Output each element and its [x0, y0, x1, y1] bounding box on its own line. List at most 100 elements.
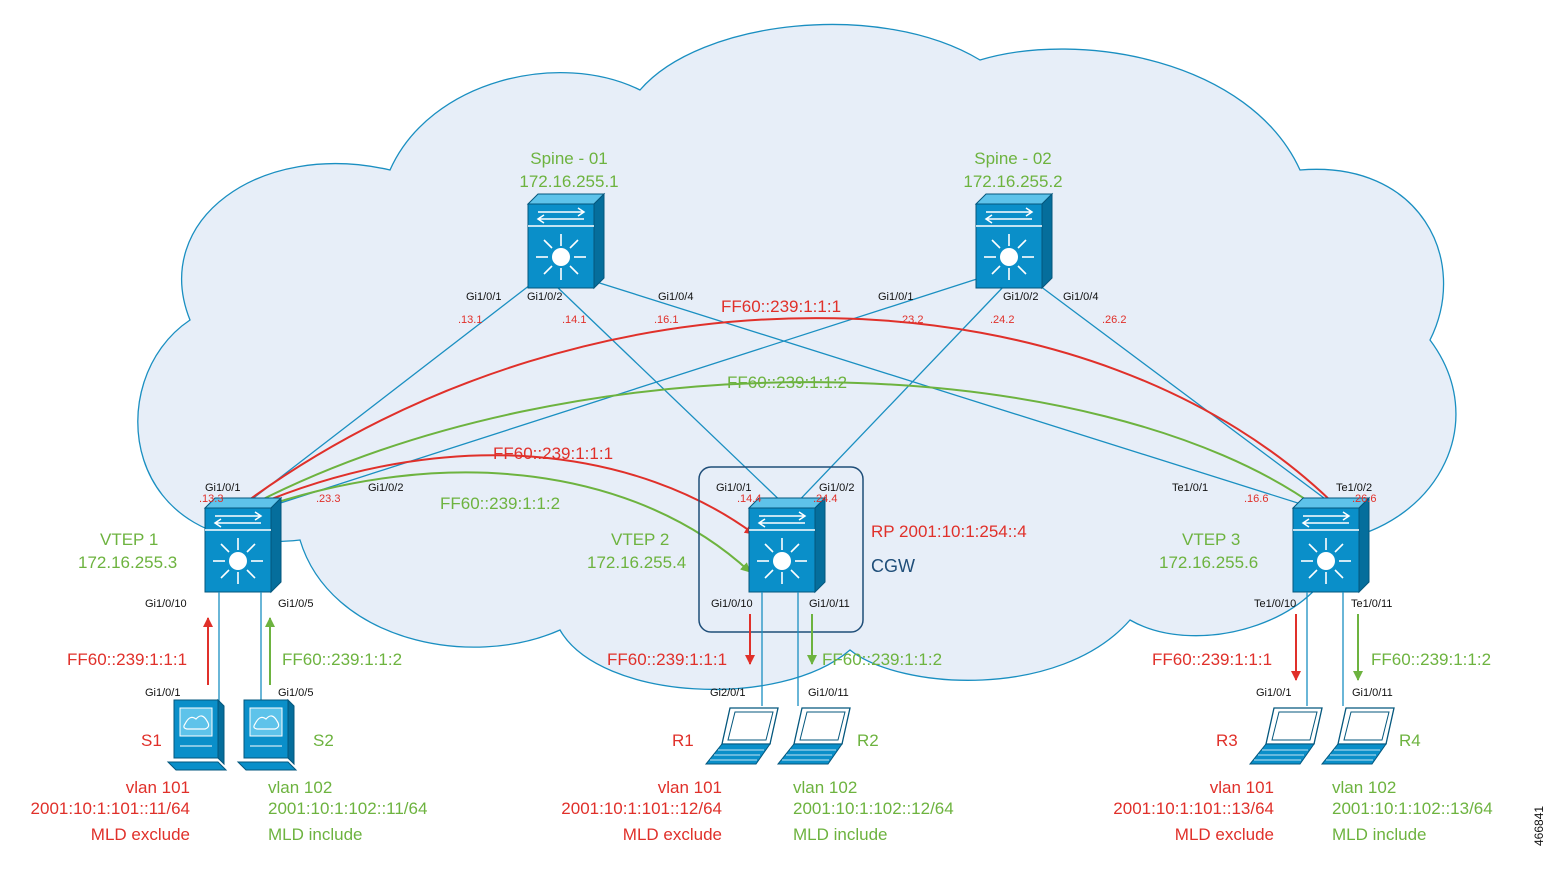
r2-vlan: vlan 102 [793, 778, 857, 797]
cloud-background [137, 23, 1457, 690]
r4-vlan: vlan 102 [1332, 778, 1396, 797]
s2-group-label: FF60::239:1:1:2 [282, 650, 402, 669]
rp-label: RP 2001:10:1:254::4 [871, 522, 1027, 541]
vtep1-addr-up2: .23.3 [316, 493, 340, 505]
spine2-port-2: Gi1/0/2 [1003, 291, 1038, 303]
r1-name: R1 [672, 731, 694, 750]
r3-port: Gi1/0/1 [1256, 687, 1291, 699]
r2-laptop-icon [777, 707, 851, 765]
vtep2-port-up1: Gi1/0/1 [716, 482, 751, 494]
spine2-addr-2: .24.2 [990, 314, 1014, 326]
vtep2-addr-up2: .24.4 [813, 493, 837, 505]
s1-mld: MLD exclude [91, 825, 190, 844]
r1-address: 2001:10:1:101::12/64 [561, 799, 722, 818]
link-spine2-vtep1 [264, 277, 981, 509]
s2-port: Gi1/0/5 [278, 687, 313, 699]
s2-address: 2001:10:1:102::11/64 [268, 799, 427, 818]
s2-server-icon [237, 699, 297, 771]
spine1-name: Spine - 01 [530, 149, 608, 168]
spine1-port-1: Gi1/0/1 [466, 291, 501, 303]
vtep3-port-down2: Te1/0/11 [1351, 598, 1392, 610]
spine1-ip: 172.16.255.1 [519, 172, 618, 191]
r4-address: 2001:10:1:102::13/64 [1332, 799, 1493, 818]
vtep3-port-down1: Te1/0/10 [1254, 598, 1296, 610]
r4-group-label: FF60::239:1:1:2 [1371, 650, 1491, 669]
r2-group-label: FF60::239:1:1:2 [822, 650, 942, 669]
r2-mld: MLD include [793, 825, 888, 844]
r2-port: Gi1/0/11 [808, 687, 849, 699]
r1-port: Gi2/0/1 [710, 687, 745, 699]
spine1-addr-1: .13.1 [458, 314, 482, 326]
spine-01-switch [527, 193, 605, 289]
vtep1-port-up1: Gi1/0/1 [205, 482, 240, 494]
vtep1-port-up2: Gi1/0/2 [368, 482, 403, 494]
group-label-g2-top: FF60::239:1:1:2 [727, 373, 847, 392]
vtep3-addr-up1: .16.6 [1244, 493, 1268, 505]
link-spine2-vtep2 [789, 284, 1006, 511]
r3-vlan: vlan 101 [1210, 778, 1274, 797]
vtep1-port-down1: Gi1/0/10 [145, 598, 187, 610]
vtep1-addr-up1: .13.3 [199, 493, 223, 505]
r1-vlan: vlan 101 [658, 778, 722, 797]
vtep3-switch [1292, 497, 1370, 593]
r2-name: R2 [857, 731, 879, 750]
group-label-g1-mid: FF60::239:1:1:1 [493, 444, 613, 463]
vtep2-addr-up1: .14.4 [737, 493, 761, 505]
s1-server-icon [167, 699, 227, 771]
r1-details: vlan 101 2001:10:1:101::12/64 MLD exclud… [561, 778, 722, 844]
r3-details: vlan 101 2001:10:1:101::13/64 MLD exclud… [1113, 778, 1274, 844]
vtep1-switch [204, 497, 282, 593]
r4-details: vlan 102 2001:10:1:102::13/64 MLD includ… [1332, 778, 1493, 844]
link-spine1-vtep3 [589, 279, 1321, 511]
link-spine1-vtep1 [237, 284, 531, 511]
r4-port: Gi1/0/11 [1352, 687, 1393, 699]
spine-02-switch [975, 193, 1053, 289]
spine2-name: Spine - 02 [974, 149, 1052, 168]
r1-group-label: FF60::239:1:1:1 [607, 650, 727, 669]
vtep2-port-up2: Gi1/0/2 [819, 482, 854, 494]
access-links [218, 592, 1344, 708]
s1-address: 2001:10:1:101::11/64 [31, 799, 190, 818]
link-spine1-vtep2 [554, 284, 791, 511]
vtep3-port-up2: Te1/0/2 [1336, 482, 1372, 494]
vtep1-name: VTEP 1 [100, 530, 158, 549]
spine1-port-2: Gi1/0/2 [527, 291, 562, 303]
s2-mld: MLD include [268, 825, 363, 844]
vtep2-name: VTEP 2 [611, 530, 669, 549]
s2-details: vlan 102 2001:10:1:102::11/64 MLD includ… [268, 778, 427, 844]
vtep1-ip: 172.16.255.3 [78, 553, 177, 572]
r2-details: vlan 102 2001:10:1:102::12/64 MLD includ… [793, 778, 954, 844]
group-label-g1-top: FF60::239:1:1:1 [721, 297, 841, 316]
figure-id: 466841 [1532, 806, 1546, 846]
link-spine2-vtep3 [1031, 279, 1341, 511]
vtep2-port-down1: Gi1/0/10 [711, 598, 753, 610]
spine2-addr-1: .23.2 [899, 314, 923, 326]
s1-name: S1 [141, 731, 162, 750]
spine2-port-1: Gi1/0/1 [878, 291, 913, 303]
r3-laptop-icon [1249, 707, 1323, 765]
vtep2-port-down2: Gi1/0/11 [809, 598, 850, 610]
s2-name: S2 [313, 731, 334, 750]
r3-address: 2001:10:1:101::13/64 [1113, 799, 1274, 818]
r3-name: R3 [1216, 731, 1238, 750]
vtep3-ip: 172.16.255.6 [1159, 553, 1258, 572]
spine2-addr-4: .26.2 [1102, 314, 1126, 326]
s1-port: Gi1/0/1 [145, 687, 180, 699]
s1-details: vlan 101 2001:10:1:101::11/64 MLD exclud… [31, 778, 190, 844]
s1-group-label: FF60::239:1:1:1 [67, 650, 187, 669]
s1-vlan: vlan 101 [126, 778, 190, 797]
vtep3-name: VTEP 3 [1182, 530, 1240, 549]
vtep2-ip: 172.16.255.4 [587, 553, 686, 572]
group-label-g2-mid: FF60::239:1:1:2 [440, 494, 560, 513]
arrow-g2-vtep1-to-vtep3 [241, 381, 1319, 511]
r1-mld: MLD exclude [623, 825, 722, 844]
r2-address: 2001:10:1:102::12/64 [793, 799, 954, 818]
cgw-box [698, 466, 864, 633]
spine2-port-4: Gi1/0/4 [1063, 291, 1098, 303]
spine2-ip: 172.16.255.2 [963, 172, 1062, 191]
vtep3-port-up1: Te1/0/1 [1172, 482, 1208, 494]
fabric-links [237, 277, 1341, 511]
spine1-port-4: Gi1/0/4 [658, 291, 693, 303]
r3-group-label: FF60::239:1:1:1 [1152, 650, 1272, 669]
